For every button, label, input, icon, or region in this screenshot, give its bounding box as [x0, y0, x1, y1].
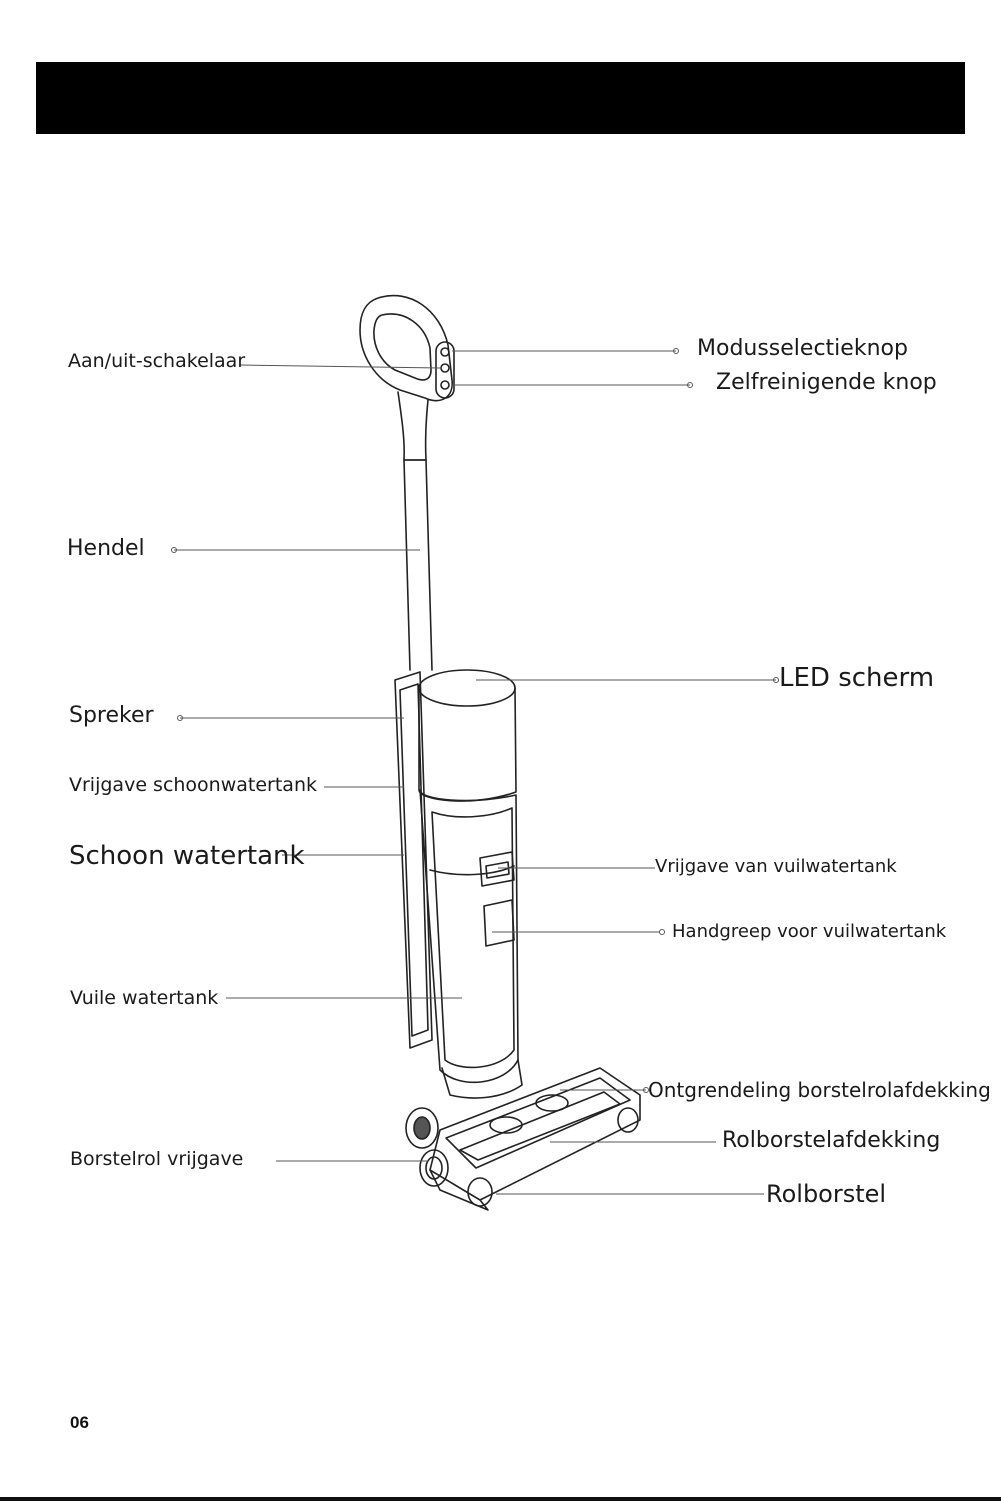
floor-head	[430, 1068, 640, 1200]
label-dirty-tank-handle: Handgreep voor vuilwatertank	[672, 923, 946, 941]
label-led-screen: LED scherm	[779, 665, 934, 691]
dirty-tank-handle-shape	[484, 900, 514, 946]
main-body	[420, 790, 518, 1082]
led-cap	[419, 670, 515, 706]
label-handle: Hendel	[67, 538, 145, 560]
shaft	[404, 460, 432, 670]
label-clean-tank-release: Vrijgave schoonwatertank	[69, 776, 317, 795]
power-button-shape	[441, 364, 449, 372]
handle-grip-inner	[374, 314, 431, 380]
label-self-clean-button: Zelfreinigende knop	[716, 372, 937, 394]
page-number: 06	[70, 1413, 89, 1433]
mode-button-shape	[441, 348, 449, 356]
handle-neck	[398, 392, 428, 460]
label-clean-tank: Schoon watertank	[69, 843, 305, 869]
label-brush-cover-unlock: Ontgrendeling borstelrolafdekking	[648, 1080, 991, 1100]
label-power-switch: Aan/uit-schakelaar	[68, 352, 245, 371]
label-dirty-tank: Vuile watertank	[70, 989, 218, 1008]
bottom-rule	[0, 1497, 1001, 1501]
label-dirty-tank-release: Vrijgave van vuilwatertank	[655, 858, 897, 876]
vacuum-illustration	[360, 296, 640, 1210]
label-brush-cover: Rolborstelafdekking	[722, 1130, 940, 1152]
handle-grip	[360, 296, 452, 401]
label-speaker: Spreker	[69, 705, 154, 727]
label-mode-button: Modusselectieknop	[697, 338, 908, 360]
label-brushroll-release: Borstelrol vrijgave	[70, 1150, 243, 1169]
label-brushroll: Rolborstel	[766, 1182, 886, 1206]
self-clean-button-shape	[441, 381, 449, 389]
